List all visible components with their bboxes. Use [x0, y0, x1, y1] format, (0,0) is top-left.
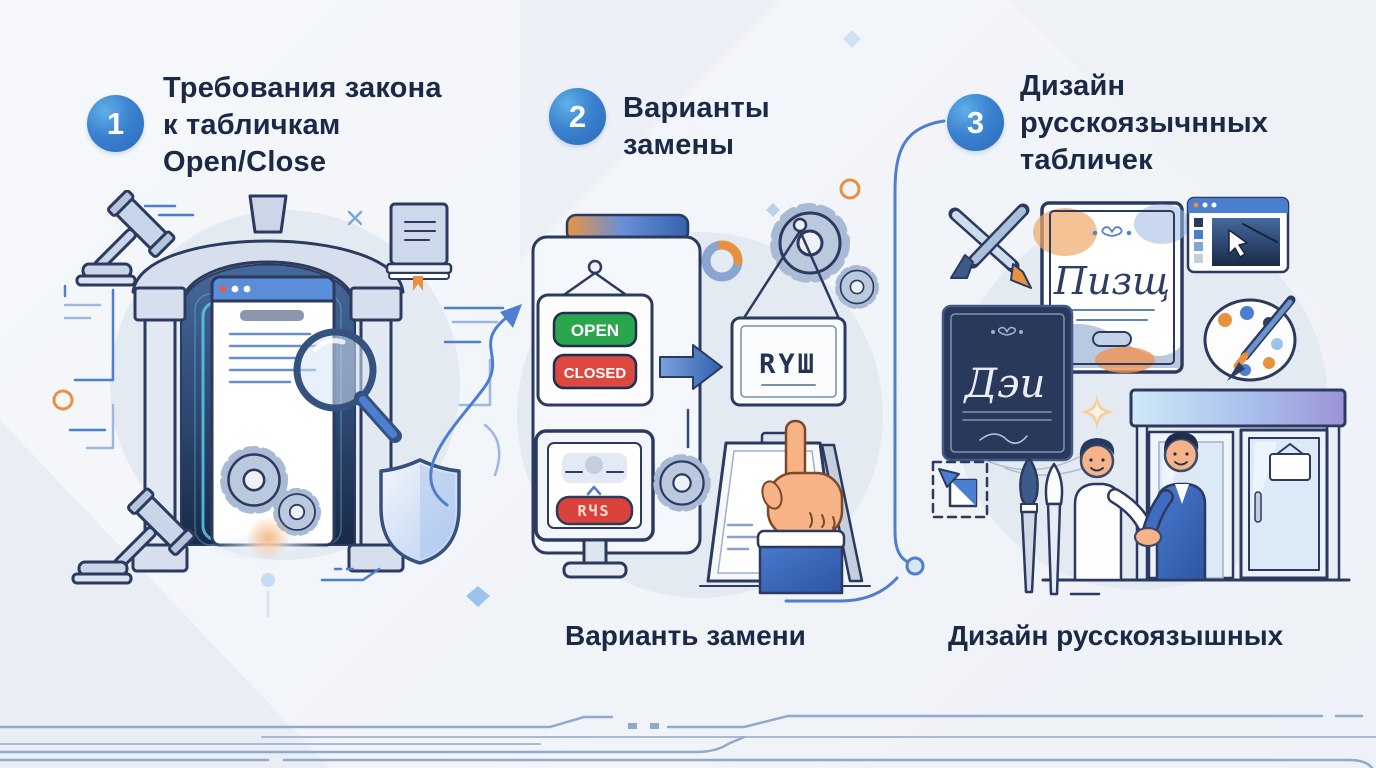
- signature-flourish: [979, 433, 1028, 444]
- section-1-illustration: [52, 190, 505, 618]
- diamond-decoration: [466, 586, 490, 607]
- gear-icon: [225, 451, 283, 509]
- section-3-illustration: Пизщ Дэи: [931, 196, 1351, 596]
- cursor-icon: [1228, 229, 1248, 258]
- section-1-title: Требования закона к табличкам Open/Close: [163, 70, 442, 181]
- step-2-badge: 2: [549, 88, 606, 145]
- paintbrush-icon: [948, 203, 1032, 289]
- sparkle-icon: [1080, 395, 1114, 429]
- gear-icon: [776, 209, 844, 277]
- browser-window-icon: [210, 275, 336, 547]
- replacement-sign-label: RYШ: [759, 349, 817, 380]
- law-book-icon: [385, 202, 453, 291]
- glass-door: [1239, 428, 1329, 580]
- kiosk-sign-label: RЧS: [577, 502, 610, 520]
- step-3-badge: 3: [947, 94, 1004, 151]
- diamond-decoration: [766, 203, 780, 217]
- section-2-title: Варианты замены: [623, 90, 770, 164]
- palette-icon: [1203, 295, 1297, 382]
- window-dot: [243, 285, 251, 293]
- section-3-title: Дизайн русскоязычнных табличек: [1020, 68, 1268, 179]
- doc-text-lines: [228, 332, 320, 384]
- circuit-lines-icon: [0, 714, 1376, 768]
- donut-chart-icon: [701, 240, 743, 282]
- open-sign-label: OPEN: [571, 321, 619, 340]
- gear-icon: [838, 268, 875, 305]
- magnifier-icon: [293, 328, 402, 443]
- door-hanging-sign: [1269, 453, 1311, 481]
- title-line: Варианты: [623, 92, 770, 124]
- dark-sign-label: Дэи: [963, 361, 1046, 407]
- gavel-icon: [71, 486, 197, 592]
- gavel-icon: [71, 190, 177, 294]
- closed-sign: [552, 353, 638, 390]
- orange-ring-decoration: [52, 389, 74, 411]
- leaf-ornament-icon: [1092, 226, 1132, 237]
- leaf-ornament-icon: [991, 326, 1023, 336]
- tool-swatches: [1194, 218, 1203, 263]
- circuit-lines-icon: [63, 284, 115, 450]
- bookmark-ribbon: [413, 276, 423, 291]
- step-1-badge: 1: [87, 95, 144, 152]
- dark-sign: Дэи: [941, 304, 1096, 476]
- title-line: к табличкам: [163, 109, 341, 141]
- handshake-hands: [1133, 526, 1163, 548]
- right-arrow-icon: [659, 344, 723, 390]
- pointing-hand-icon: [756, 419, 846, 595]
- title-line: Open/Close: [163, 146, 327, 178]
- gear-icon: [658, 459, 707, 508]
- chevron-up-icon: [586, 485, 602, 496]
- dash-decoration: [143, 204, 195, 217]
- window-dot-red: [219, 285, 227, 293]
- title-line: Дизайн: [1020, 70, 1126, 102]
- dash-decoration: [320, 567, 381, 582]
- closed-sign-label: CLOSED: [564, 365, 627, 382]
- shield-icon: [379, 458, 461, 565]
- design-window-icon: [1186, 196, 1290, 274]
- doc-title-bar: [240, 310, 304, 321]
- door-handle: [1254, 491, 1262, 523]
- ornate-sign-label: Пизщ: [1053, 259, 1170, 303]
- title-line: русскоязычнных: [1020, 107, 1269, 139]
- kiosk-display-icon: RЧS: [534, 429, 655, 579]
- paintbrush-icon: [1019, 456, 1101, 596]
- window-dot: [231, 285, 239, 293]
- transform-select-icon: [931, 460, 989, 519]
- open-sign: [552, 311, 638, 348]
- kiosk-sign-button: [555, 495, 634, 526]
- cross-sparkle-decoration: [347, 210, 363, 226]
- title-line: замены: [623, 129, 735, 161]
- ornate-sign: Пизщ: [1033, 201, 1190, 374]
- title-line: табличек: [1020, 144, 1153, 176]
- hanging-sign-icon: RYШ: [730, 217, 847, 407]
- hanging-sign-icon: OPEN CLOSED: [536, 259, 654, 407]
- section-2-caption: Варианть замени: [565, 620, 806, 651]
- section-2-illustration: OPEN CLOSED RYШ RЧS: [517, 203, 883, 598]
- section-3-caption: Дизайн русскоязышных: [948, 620, 1284, 651]
- light-flare-decoration: [210, 516, 326, 618]
- handshake-people-icon: [1073, 432, 1207, 582]
- title-line: Требования закона: [163, 72, 442, 104]
